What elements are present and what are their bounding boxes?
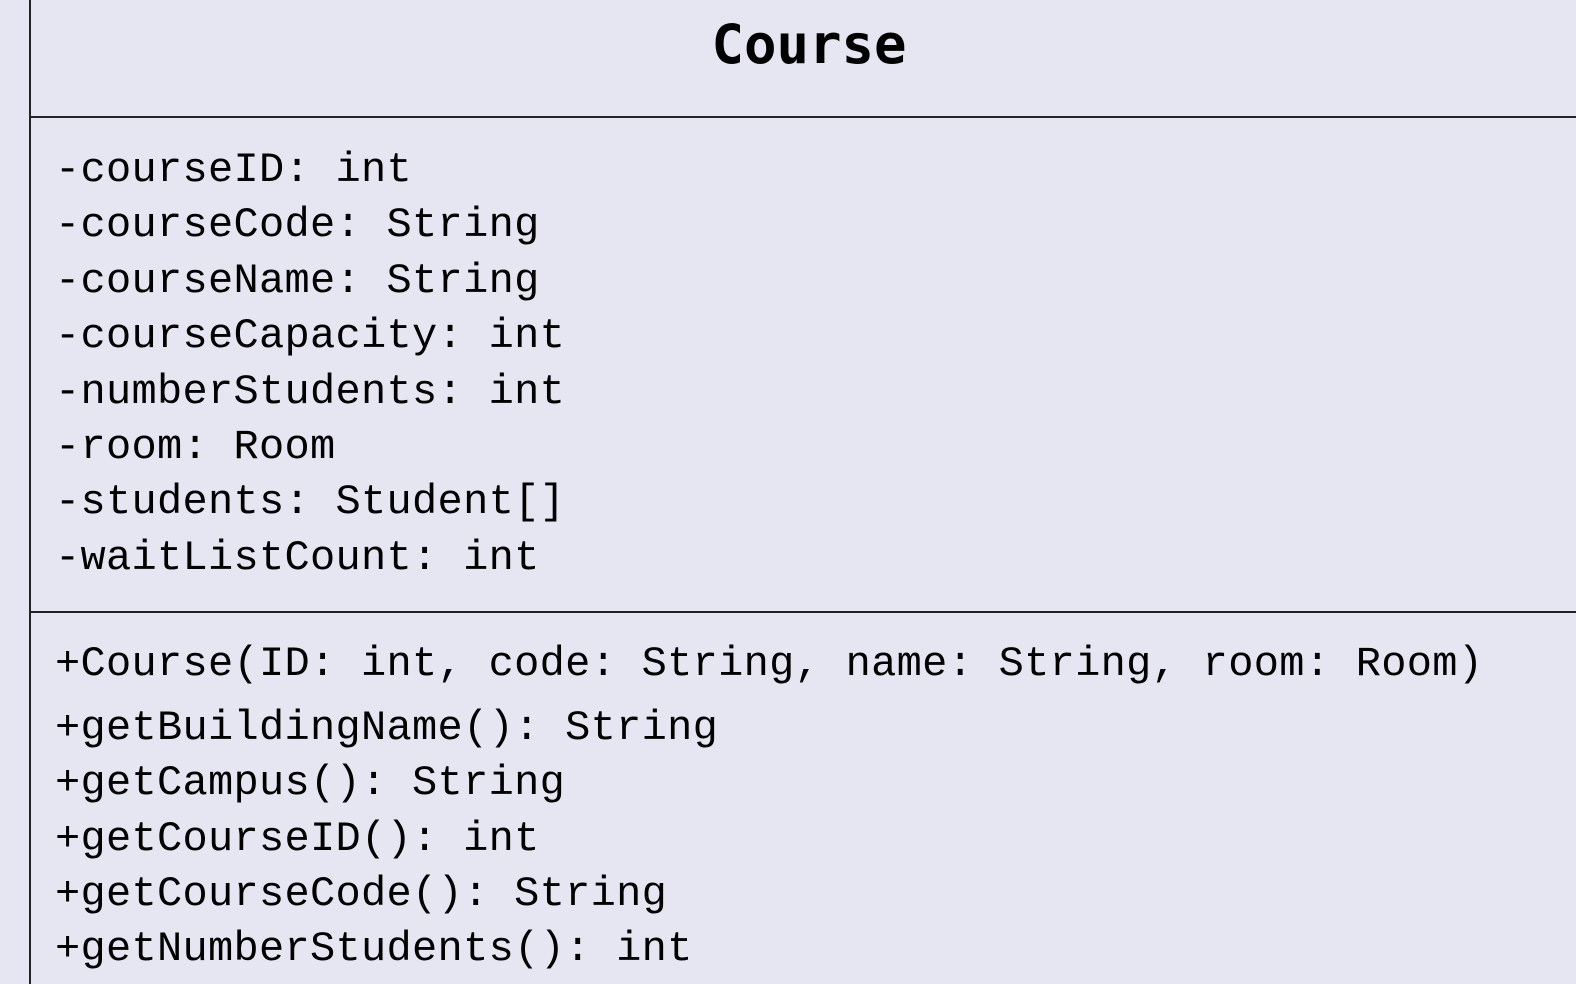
operation-get-number-students: +getNumberStudents(): int xyxy=(55,925,693,974)
attributes-compartment: -courseID: int -courseCode: String -cour… xyxy=(31,119,1576,613)
attribute-course-capacity: -courseCapacity: int xyxy=(55,312,566,361)
operations-compartment: +Course(ID: int, code: String, name: Str… xyxy=(31,614,1576,984)
attribute-students: -students: Student[] xyxy=(55,478,566,527)
operation-get-course-id: +getCourseID(): int xyxy=(55,814,540,863)
constructor-signature: +Course(ID: int, code: String, name: Str… xyxy=(55,640,1484,688)
operation-get-campus: +getCampus(): String xyxy=(55,759,566,808)
operation-list: +getBuildingName(): String +getCampus():… xyxy=(55,701,718,977)
attribute-course-id: -courseID: int xyxy=(55,146,413,194)
attribute-course-code: -courseCode: String xyxy=(55,201,540,250)
attribute-course-name: -courseName: String xyxy=(55,256,540,305)
attribute-number-students: -numberStudents: int xyxy=(55,367,566,416)
attribute-wait-list-count: -waitListCount: int xyxy=(55,533,540,582)
operation-get-course-code: +getCourseCode(): String xyxy=(55,869,668,918)
operation-get-building-name: +getBuildingName(): String xyxy=(55,704,719,752)
class-name: Course xyxy=(711,13,907,76)
class-header: Course xyxy=(31,0,1576,118)
uml-class-box: Course -courseID: int -courseCode: Strin… xyxy=(29,0,1576,984)
attribute-list: -courseID: int -courseCode: String -cour… xyxy=(55,143,565,586)
attribute-room: -room: Room xyxy=(55,422,336,471)
